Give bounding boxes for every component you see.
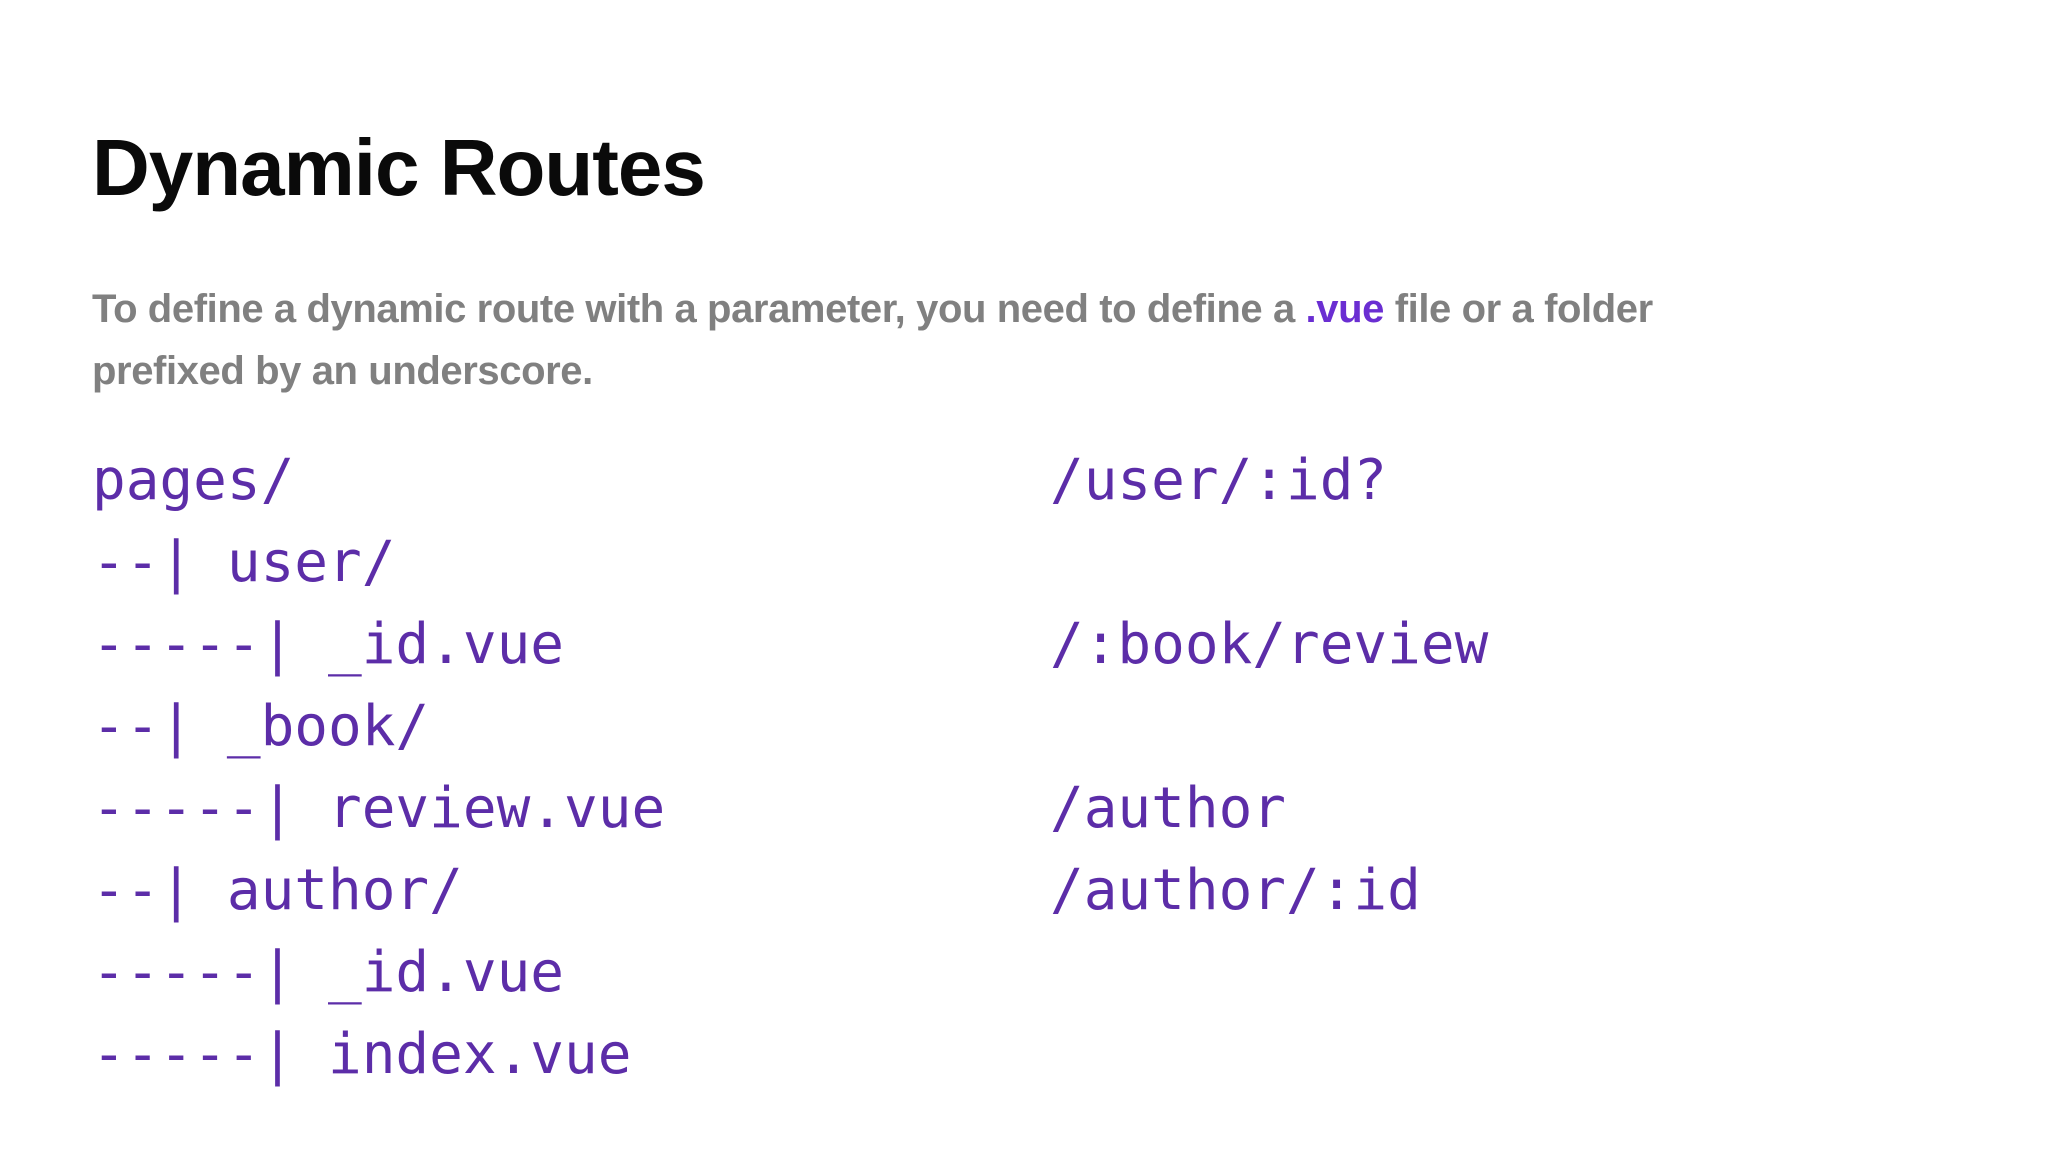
route-path: /author xyxy=(1050,776,1287,841)
tree-path: --| _book/ xyxy=(92,694,430,759)
code-line: --| author/ /author/:id xyxy=(92,850,1972,932)
route-path: /user/:id? xyxy=(1050,448,1388,513)
routes-code-block: pages/ /user/:id? --| user/ -----| _id.v… xyxy=(92,440,1972,1096)
code-line: -----| index.vue xyxy=(92,1014,1972,1096)
tree-path: -----| review.vue xyxy=(92,776,666,841)
vue-inline-code: .vue xyxy=(1305,287,1385,331)
route-path: /author/:id xyxy=(1050,858,1421,923)
tree-path: pages/ xyxy=(92,448,295,513)
tree-path: -----| _id.vue xyxy=(92,940,565,1005)
code-line: --| user/ xyxy=(92,522,1972,604)
tree-path: --| author/ xyxy=(92,858,463,923)
code-line: -----| _id.vue xyxy=(92,932,1972,1014)
code-line: --| _book/ xyxy=(92,686,1972,768)
code-line: -----| review.vue /author xyxy=(92,768,1972,850)
intro-text-line2: prefixed by an underscore. xyxy=(92,349,593,393)
intro-text-after: file or a folder xyxy=(1384,287,1654,331)
intro-paragraph: To define a dynamic route with a paramet… xyxy=(92,278,1972,402)
intro-text-before: To define a dynamic route with a paramet… xyxy=(92,287,1306,331)
tree-path: -----| _id.vue xyxy=(92,612,565,677)
code-line: pages/ /user/:id? xyxy=(92,440,1972,522)
page-title: Dynamic Routes xyxy=(92,123,706,212)
tree-path: --| user/ xyxy=(92,530,396,595)
route-path: /:book/review xyxy=(1050,612,1489,677)
code-line: -----| _id.vue /:book/review xyxy=(92,604,1972,686)
tree-path: -----| index.vue xyxy=(92,1022,632,1087)
